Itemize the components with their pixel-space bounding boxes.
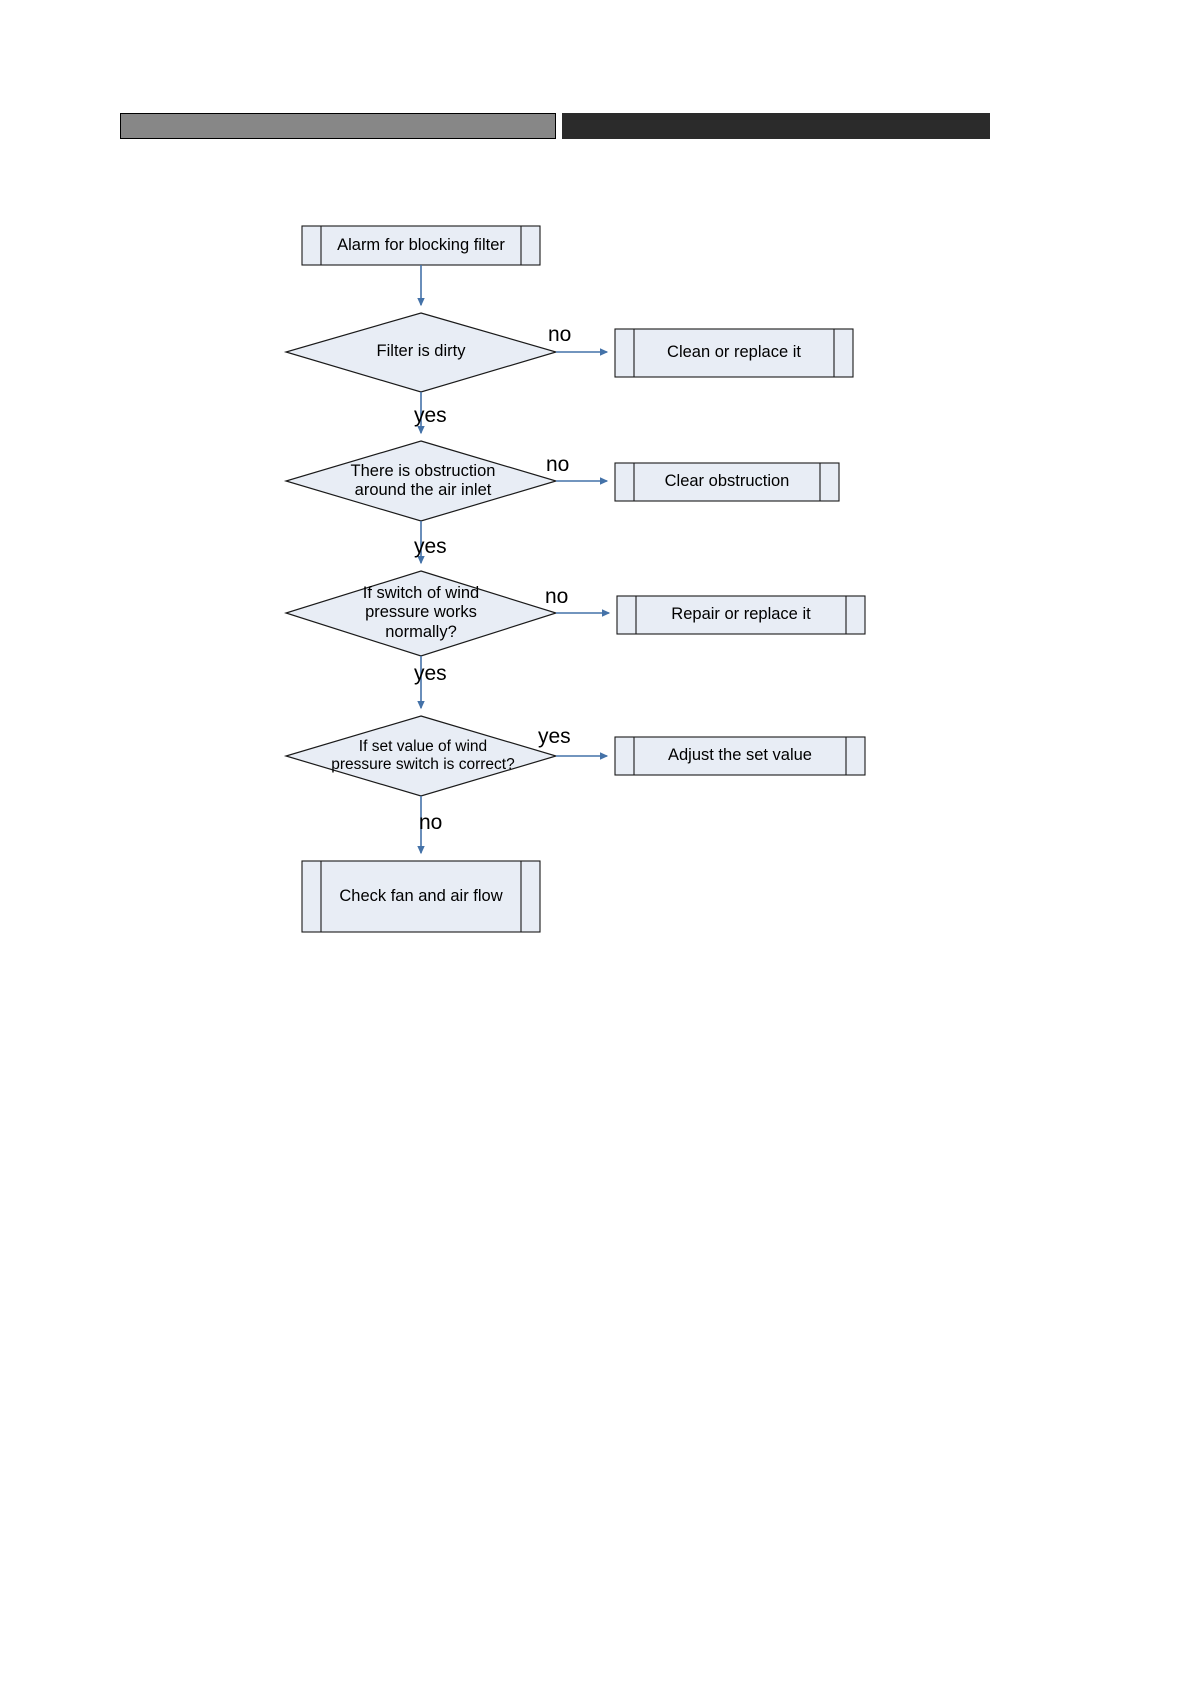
node-wind-pressure-switch-works[interactable]	[284, 570, 558, 657]
node-set-value-is-correct[interactable]	[283, 715, 559, 797]
page-header	[0, 0, 1190, 180]
node-repair-or-replace-it[interactable]	[616, 595, 866, 635]
node-check-fan-and-air-flow[interactable]	[301, 860, 541, 933]
node-clean-or-replace-it[interactable]	[614, 328, 854, 378]
header-bar-right	[562, 113, 990, 139]
node-clear-obstruction[interactable]	[614, 462, 840, 502]
header-bar-left	[120, 113, 556, 139]
node-start[interactable]	[301, 225, 541, 266]
node-adjust-the-set-value[interactable]	[614, 736, 866, 776]
node-obstruction-around-air-inlet[interactable]	[283, 440, 559, 522]
node-filter-is-dirty[interactable]	[283, 312, 559, 393]
